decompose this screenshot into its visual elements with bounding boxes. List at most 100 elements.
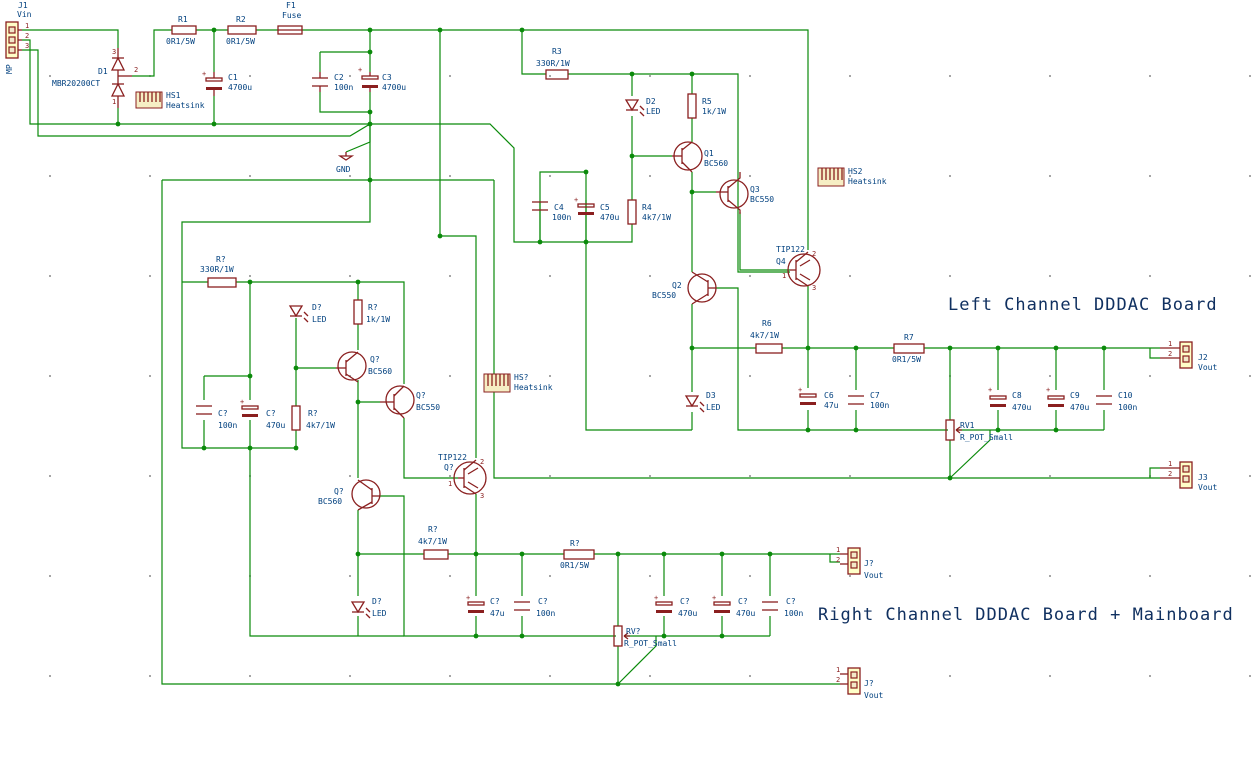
capacitor-c3[interactable]: + C3 4700u (358, 66, 406, 92)
grid-dot (1049, 475, 1051, 477)
capacitor-c5[interactable]: + C5 470u (574, 196, 619, 222)
led-right-bottom[interactable]: D? LED (350, 597, 387, 619)
svg-text:+: + (240, 398, 244, 406)
grid-dot (349, 575, 351, 577)
led-d3[interactable]: D3 LED (684, 391, 721, 413)
qr-a-value: BC560 (368, 367, 392, 376)
hsr-value: Heatsink (514, 383, 553, 392)
transistor-right-bc560-bottom[interactable]: Q? BC560 (318, 479, 381, 511)
q3-ref: Q3 (750, 185, 760, 194)
transistor-right-bc550[interactable]: Q? BC550 (380, 385, 440, 419)
connector-right-a[interactable]: 1 2 J? Vout (836, 546, 883, 580)
led-d2[interactable]: D2 LED (624, 97, 661, 117)
transistor-q4[interactable]: 1 2 3 TIP122 Q4 (776, 245, 821, 292)
qr-a-ref: Q? (370, 355, 380, 364)
capacitor-c10[interactable]: C10 100n (1096, 391, 1137, 412)
capacitor-c6[interactable]: + C6 47u (798, 386, 839, 410)
wires (22, 29, 1160, 685)
hs1-value: Heatsink (166, 101, 205, 110)
resistor-r5[interactable]: R5 1k/1W (687, 93, 726, 119)
resistor-r3[interactable]: R3 330R/1W (536, 47, 570, 80)
connector-right-b[interactable]: 1 2 J? Vout (836, 666, 883, 700)
c5-ref: C5 (600, 203, 610, 212)
resistor-r6[interactable]: R6 4k7/1W (750, 319, 783, 354)
transistor-q3[interactable]: Q3 BC550 (716, 172, 774, 214)
dr-a-value: LED (312, 315, 327, 324)
diode-d1[interactable]: 3 1 2 D1 MBR20200CT (52, 48, 138, 108)
grid-dot (1249, 275, 1251, 277)
capacitor-right-100n-b[interactable]: C? 100n (514, 597, 555, 618)
q4-ref: Q4 (776, 257, 786, 266)
capacitor-c8[interactable]: + C8 470u (988, 386, 1031, 412)
f1-ref: F1 (286, 1, 296, 10)
capacitor-right-47u[interactable]: + C? 47u (466, 594, 505, 618)
r3-ref: R3 (552, 47, 562, 56)
connector-j3[interactable]: 1 2 J3 Vout (1160, 460, 1217, 492)
grid-dot (849, 175, 851, 177)
grid-dot (549, 375, 551, 377)
connector-j2[interactable]: 1 2 J2 Vout (1160, 340, 1217, 372)
d2-ref: D2 (646, 97, 656, 106)
hs1-ref: HS1 (166, 91, 181, 100)
capacitor-right-470u-a[interactable]: + C? 470u (240, 398, 285, 430)
capacitor-right-100n-a[interactable]: C? 100n (196, 405, 237, 430)
ground-symbol[interactable]: GND (336, 152, 355, 174)
svg-text:3: 3 (812, 284, 816, 292)
connector-j1[interactable]: J1 Vin 1 2 3 MP (5, 1, 32, 74)
d3-ref: D3 (706, 391, 716, 400)
jr-a-ref: J? (864, 559, 874, 568)
heatsink-hs2[interactable]: HS2 Heatsink (817, 167, 887, 187)
dr-b-ref: D? (372, 597, 382, 606)
c2-ref: C2 (334, 73, 344, 82)
resistor-r-4k7-right-b[interactable]: R? 4k7/1W (418, 525, 449, 560)
q1-ref: Q1 (704, 149, 714, 158)
c6-ref: C6 (824, 391, 834, 400)
grid-dot (549, 475, 551, 477)
led-right-top[interactable]: D? LED (288, 303, 327, 324)
grid-dot (1249, 75, 1251, 77)
resistor-r-330r-right[interactable]: R? 330R/1W (200, 255, 237, 288)
resistor-r-1k-right[interactable]: R? 1k/1W (353, 299, 390, 325)
transistor-q1[interactable]: Q1 BC560 (672, 141, 728, 173)
dr-b-value: LED (372, 609, 387, 618)
grid-dot (649, 175, 651, 177)
j2-pin2: 2 (1168, 350, 1172, 358)
cr-d-value: 100n (536, 609, 555, 618)
resistor-r-4k7-right-a[interactable]: R? 4k7/1W (291, 405, 335, 431)
j3-ref: J3 (1198, 473, 1208, 482)
fuse-f1[interactable]: F1 Fuse (277, 1, 303, 35)
capacitor-c9[interactable]: + C9 470u (1046, 386, 1089, 412)
grid-dot (649, 375, 651, 377)
capacitor-c1[interactable]: + C1 4700u (202, 70, 252, 96)
capacitor-c4[interactable]: C4 100n (532, 201, 571, 222)
grid-dot (549, 575, 551, 577)
grid-dot (49, 275, 51, 277)
capacitor-c7[interactable]: C7 100n (848, 391, 889, 410)
resistor-r7-left[interactable]: R7 0R1/5W (892, 333, 925, 364)
resistor-r4[interactable]: R4 4k7/1W (627, 199, 671, 225)
potentiometer-rv1[interactable]: RV1 R_POT_Small (945, 419, 1013, 442)
heatsink-right[interactable]: HS? Heatsink (483, 373, 553, 393)
capacitor-right-470u-b[interactable]: + C? 470u (654, 594, 697, 618)
grid-dot (1049, 375, 1051, 377)
r4-value: 4k7/1W (642, 213, 671, 222)
transistor-right-tip122[interactable]: 1 2 3 TIP122 Q? (438, 453, 487, 500)
c8-ref: C8 (1012, 391, 1022, 400)
capacitor-right-100n-c[interactable]: C? 100n (762, 597, 803, 618)
rr-a-ref: R? (216, 255, 226, 264)
grid-dot (1249, 375, 1251, 377)
heatsink-hs1[interactable]: HS1 Heatsink (135, 91, 205, 110)
potentiometer-right[interactable]: RV? R_POT_Small (613, 625, 677, 648)
resistor-r2[interactable]: R2 0R1/5W (226, 15, 257, 46)
grid-dot (649, 475, 651, 477)
resistor-r1[interactable]: R1 0R1/5W (166, 15, 197, 46)
f1-value: Fuse (282, 11, 301, 20)
r4-ref: R4 (642, 203, 652, 212)
capacitor-right-470u-c[interactable]: + C? 470u (712, 594, 755, 618)
transistor-right-bc560-top[interactable]: Q? BC560 (336, 351, 392, 383)
capacitor-c2[interactable]: C2 100n (312, 72, 353, 92)
q2-value: BC550 (652, 291, 676, 300)
svg-text:+: + (202, 70, 206, 78)
resistor-r-0r1-right[interactable]: R? 0R1/5W (560, 539, 595, 570)
transistor-q2[interactable]: Q2 BC550 (652, 271, 717, 305)
